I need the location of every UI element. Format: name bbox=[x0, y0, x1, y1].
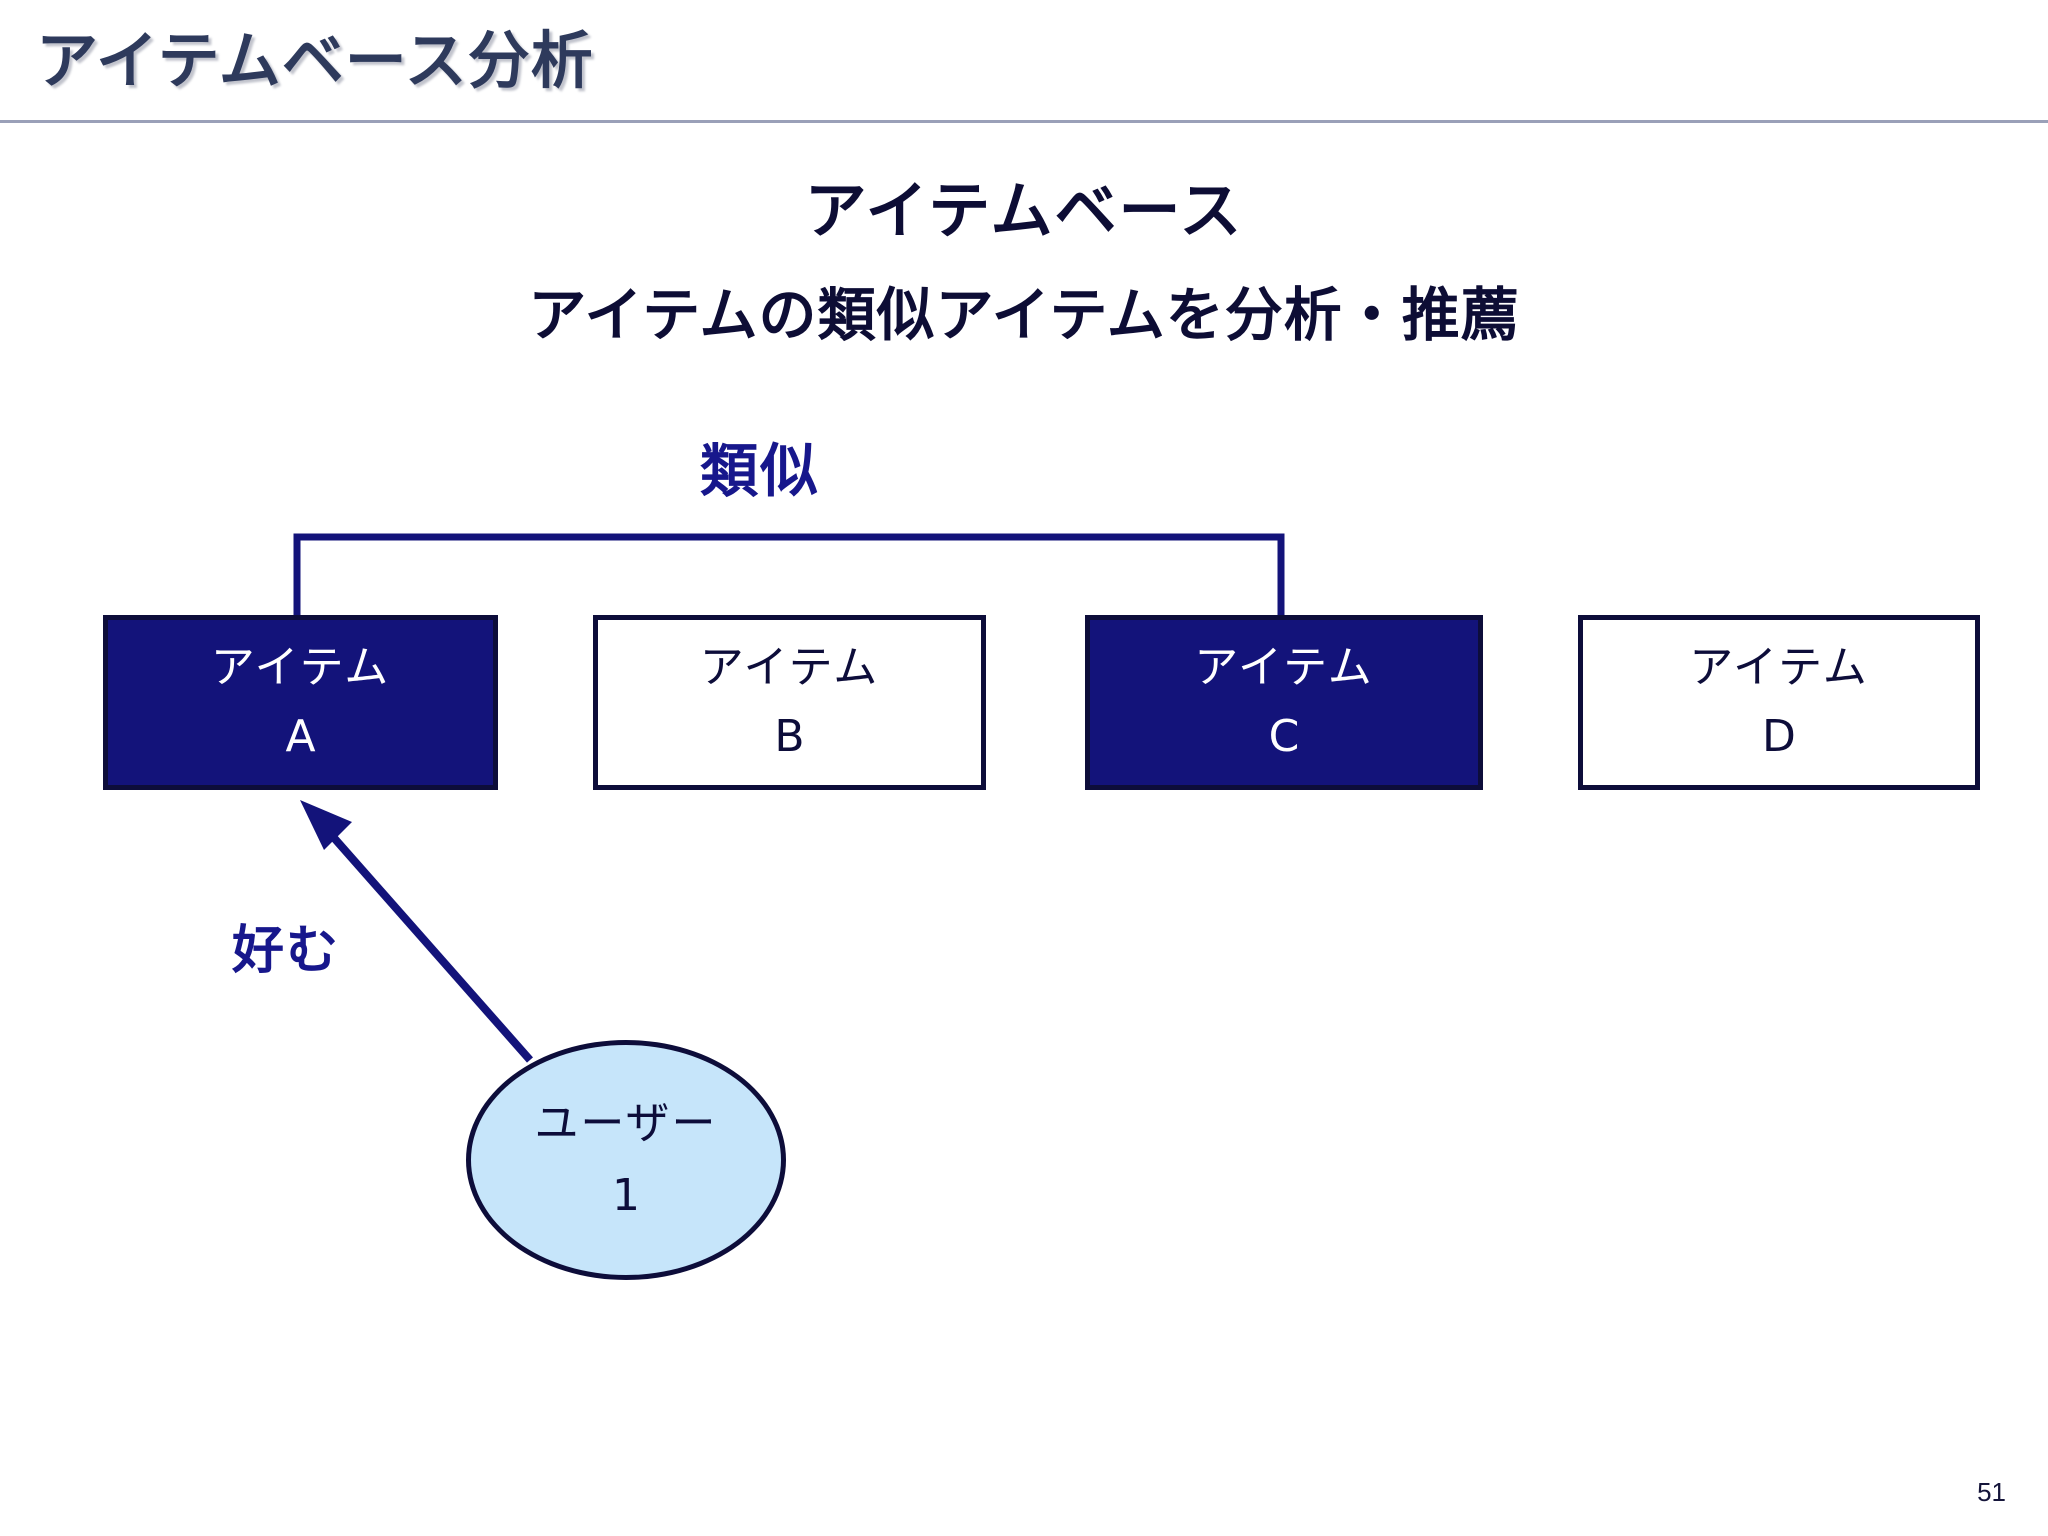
item-a-kind: アイテム bbox=[210, 642, 391, 694]
likes-label: 好む bbox=[232, 921, 341, 981]
similarity-bracket-connector bbox=[293, 533, 1285, 617]
heading-sub: アイテムの類似アイテムを分析・推薦 bbox=[528, 281, 1520, 349]
page-number: 51 bbox=[1977, 1477, 2006, 1507]
header-divider bbox=[0, 120, 2048, 123]
item-d-kind: アイテム bbox=[1689, 642, 1869, 694]
item-box-b[interactable]: アイテム B bbox=[593, 615, 986, 790]
item-box-c[interactable]: アイテム C bbox=[1085, 615, 1483, 790]
heading-main: アイテムベース bbox=[804, 174, 1244, 247]
user-node-1[interactable]: ユーザー 1 bbox=[466, 1040, 786, 1280]
item-c-id: C bbox=[1268, 710, 1300, 762]
item-b-kind: アイテム bbox=[699, 642, 880, 694]
page-title: アイテムベース分析 bbox=[36, 24, 594, 97]
item-b-id: B bbox=[774, 710, 805, 762]
item-box-d[interactable]: アイテム D bbox=[1578, 615, 1980, 790]
slide-header: アイテムベース分析 bbox=[0, 0, 2048, 123]
similarity-label: 類似 bbox=[700, 437, 821, 505]
user-kind: ユーザー bbox=[534, 1097, 718, 1149]
item-c-kind: アイテム bbox=[1194, 642, 1374, 694]
item-box-a[interactable]: アイテム A bbox=[103, 615, 498, 790]
item-a-id: A bbox=[285, 710, 316, 762]
user-id: 1 bbox=[612, 1170, 640, 1221]
item-d-id: D bbox=[1762, 710, 1796, 762]
